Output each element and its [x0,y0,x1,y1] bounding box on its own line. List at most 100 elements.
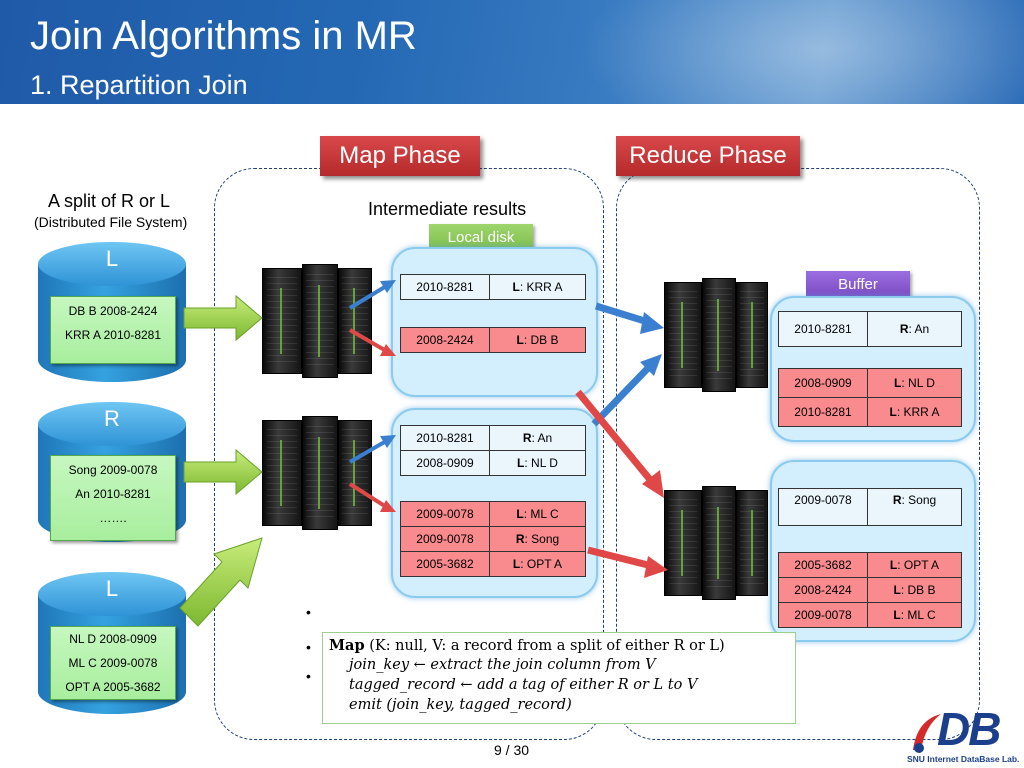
key-cell: 2009-0078 [778,488,868,526]
key-cell: 2005-3682 [400,551,490,577]
blue-shuffle-arrowhead [640,354,662,376]
pseudocode-line-3: tagged_record ← add a tag of either R or… [349,677,698,693]
red-arrowhead [380,500,396,512]
value-cell: R: Song [867,488,962,526]
value-cell: R: Song [489,526,586,552]
blue-shuffle-arrow [591,363,653,427]
red-arrow [348,328,390,354]
logo-caption: SNU Internet DataBase Lab. [907,754,1020,764]
slide-header: Join Algorithms in MR 1. Repartition Joi… [0,0,1024,104]
split-record-note: DB B 2008-2424 KRR A 2010-8281 [50,296,176,364]
key-cell: 2009-0078 [778,602,868,628]
key-cell: 2008-0909 [778,368,868,398]
record-line: DB B 2008-2424 [68,304,158,318]
value-cell: L: OPT A [489,551,586,577]
header-glow [560,0,1024,104]
red-shuffle-arrow [587,546,653,570]
split-record-note: Song 2009-0078 An 2010-8281 ……. [50,455,176,541]
record-line: OPT A 2005-3682 [65,680,161,694]
red-arrowhead [380,344,396,356]
red-arrow [348,482,390,510]
cylinder-letter: L [105,246,119,271]
record-line: Song 2009-0078 [68,463,158,477]
record-line: ……. [99,511,127,525]
value-cell: L: KRR A [489,274,586,300]
record-line: An 2010-8281 [75,487,151,501]
value-cell: R: An [867,311,962,347]
logo-text: DB [937,703,1001,755]
key-cell: 2008-2424 [778,577,868,603]
key-cell: 2010-8281 [778,397,868,427]
blue-arrowhead [380,280,396,293]
green-arrow-3 [179,537,263,627]
map-server-1-icon [262,264,372,378]
key-cell: 2010-8281 [400,425,490,451]
blue-arrow [348,438,390,464]
pseudocode-line-1: Map (K: null, V: a record from a split o… [329,637,725,654]
key-cell: 2008-2424 [400,327,490,353]
intermediate-results-label: Intermediate results [368,199,527,219]
value-cell: L: KRR A [867,397,962,427]
red-shuffle-arrowhead [642,470,664,498]
key-cell: 2010-8281 [778,311,868,347]
reduce-server-1-icon [664,278,768,392]
reduce-phase-label: Reduce Phase [616,136,800,176]
value-cell: L: NL D [489,450,586,476]
blue-arrow [348,283,390,310]
split-record-note: NL D 2008-0909 ML C 2009-0078 OPT A 2005… [50,626,176,700]
value-cell: L: DB B [489,327,586,353]
cylinder-letter: L [105,576,119,601]
map-keyword: Map [329,637,365,654]
cylinder-top [38,572,186,616]
record-line: NL D 2008-0909 [69,632,157,646]
blue-shuffle-arrow [594,302,650,326]
blue-arrowhead [380,435,396,448]
lab-logo: DB SNU Internet DataBase Lab. [907,703,1020,766]
bullet-dot: • [306,668,311,684]
value-cell: L: ML C [867,602,962,628]
logo-swoosh-icon [913,714,941,753]
bullet-dot: • [306,604,311,620]
value-cell: L: ML C [489,501,586,527]
green-arrow-2 [183,448,263,496]
reduce-server-2-icon [664,486,768,600]
split-title: A split of R or L [48,191,171,211]
key-cell: 2008-0909 [400,450,490,476]
red-shuffle-arrow [575,389,655,485]
blue-shuffle-arrowhead [640,312,664,334]
record-line: ML C 2009-0078 [68,656,158,670]
pseudocode-line-2: join_key ← extract the join column from … [349,657,656,673]
bullet-dot: • [306,639,311,655]
slide-title: Join Algorithms in MR [30,14,417,58]
value-cell: R: An [489,425,586,451]
value-cell: L: DB B [867,577,962,603]
cylinder-letter: R [104,406,120,431]
intermediate-box-1 [391,247,598,397]
pseudocode-line-4: emit (join_key, tagged_record) [349,697,572,713]
slide-subtitle: 1. Repartition Join [30,70,248,100]
map-server-2-icon [262,416,372,530]
record-line: KRR A 2010-8281 [64,328,162,342]
buffer-label: Buffer [806,271,910,299]
map-pseudocode: Map (K: null, V: a record from a split o… [322,632,796,724]
